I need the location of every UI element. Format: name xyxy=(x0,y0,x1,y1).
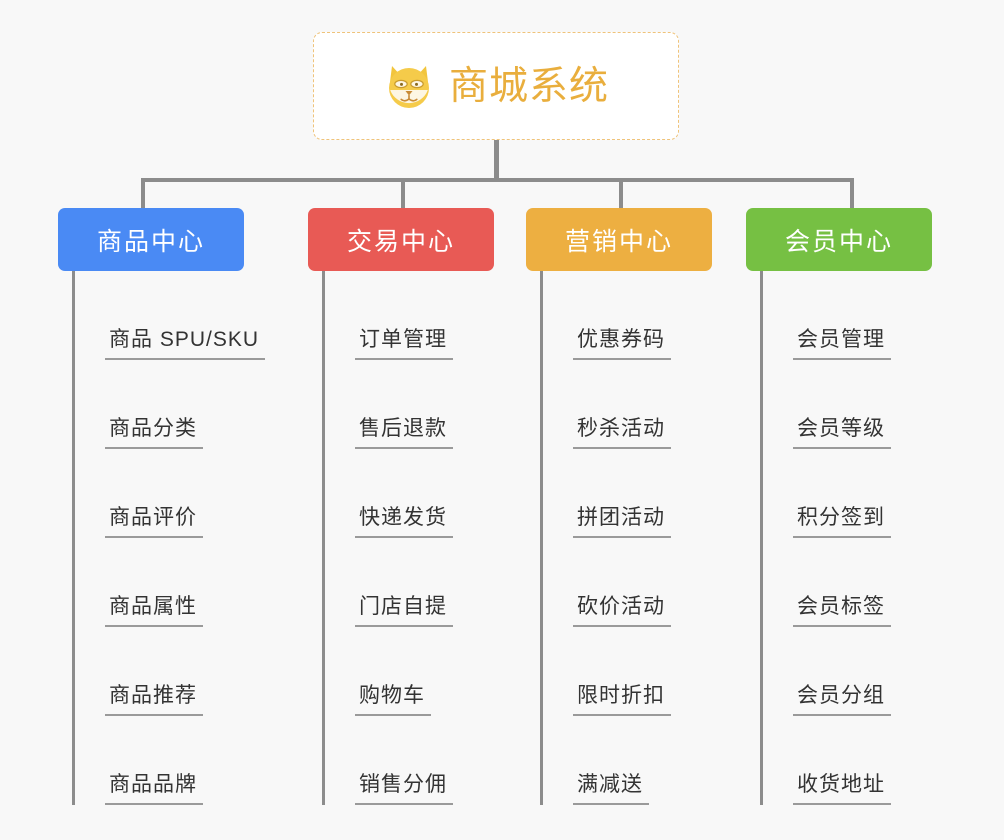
leaf-item[interactable]: 优惠券码 xyxy=(543,271,712,360)
branch-column-4: 会员中心 会员管理 会员等级 积分签到 会员标签 会员分组 收货地址 xyxy=(746,208,932,805)
leaf-label: 会员管理 xyxy=(793,323,891,360)
leaf-label: 收货地址 xyxy=(793,768,891,805)
leaf-label: 购物车 xyxy=(355,679,431,716)
leaf-item[interactable]: 商品分类 xyxy=(75,360,244,449)
leaf-item[interactable]: 秒杀活动 xyxy=(543,360,712,449)
leaf-item[interactable]: 收货地址 xyxy=(763,716,932,805)
leaf-label: 商品 SPU/SKU xyxy=(105,323,266,360)
leaf-label: 门店自提 xyxy=(355,590,453,627)
leaf-item[interactable]: 商品品牌 xyxy=(75,716,244,805)
leaf-item[interactable]: 商品推荐 xyxy=(75,627,244,716)
leaf-item[interactable]: 商品评价 xyxy=(75,449,244,538)
category-label-3: 营销中心 xyxy=(564,227,673,256)
leaf-label: 积分签到 xyxy=(793,501,891,538)
leaf-list-4: 会员管理 会员等级 积分签到 会员标签 会员分组 收货地址 xyxy=(760,271,932,805)
leaf-item[interactable]: 订单管理 xyxy=(325,271,494,360)
leaf-item[interactable]: 商品 SPU/SKU xyxy=(75,271,266,360)
dog-face-icon xyxy=(383,60,435,112)
leaf-label: 售后退款 xyxy=(355,412,453,449)
category-header-2[interactable]: 交易中心 xyxy=(308,208,494,271)
leaf-label: 快递发货 xyxy=(355,501,453,538)
leaf-label: 会员等级 xyxy=(793,412,891,449)
leaf-item[interactable]: 商品属性 xyxy=(75,538,244,627)
leaf-item[interactable]: 砍价活动 xyxy=(543,538,712,627)
leaf-label: 会员标签 xyxy=(793,590,891,627)
leaf-label: 优惠券码 xyxy=(573,323,671,360)
root-title: 商城系统 xyxy=(448,64,609,108)
category-label-4: 会员中心 xyxy=(784,227,893,256)
leaf-list-2: 订单管理 售后退款 快递发货 门店自提 购物车 销售分佣 xyxy=(322,271,494,805)
leaf-item[interactable]: 购物车 xyxy=(325,627,494,716)
connector-drop-1 xyxy=(141,178,145,210)
category-label-1: 商品中心 xyxy=(96,227,205,256)
leaf-item[interactable]: 会员等级 xyxy=(763,360,932,449)
leaf-item[interactable]: 拼团活动 xyxy=(543,449,712,538)
leaf-item[interactable]: 满减送 xyxy=(543,716,712,805)
branch-column-2: 交易中心 订单管理 售后退款 快递发货 门店自提 购物车 销售分佣 xyxy=(308,208,494,805)
leaf-label: 销售分佣 xyxy=(355,768,453,805)
leaf-label: 商品推荐 xyxy=(105,679,203,716)
leaf-label: 商品分类 xyxy=(105,412,203,449)
leaf-label: 限时折扣 xyxy=(573,679,671,716)
leaf-label: 会员分组 xyxy=(793,679,891,716)
leaf-item[interactable]: 销售分佣 xyxy=(325,716,494,805)
leaf-label: 订单管理 xyxy=(355,323,453,360)
leaf-item[interactable]: 限时折扣 xyxy=(543,627,712,716)
category-header-1[interactable]: 商品中心 xyxy=(58,208,244,271)
leaf-label: 秒杀活动 xyxy=(573,412,671,449)
leaf-label: 商品评价 xyxy=(105,501,203,538)
leaf-list-1: 商品 SPU/SKU 商品分类 商品评价 商品属性 商品推荐 商品品牌 xyxy=(72,271,266,805)
leaf-item[interactable]: 会员管理 xyxy=(763,271,932,360)
leaf-label: 商品品牌 xyxy=(105,768,203,805)
connector-drop-3 xyxy=(619,178,623,210)
leaf-item[interactable]: 门店自提 xyxy=(325,538,494,627)
root-node[interactable]: 商城系统 xyxy=(313,32,679,140)
branch-column-1: 商品中心 商品 SPU/SKU 商品分类 商品评价 商品属性 商品推荐 商品品牌 xyxy=(58,208,266,805)
leaf-item[interactable]: 快递发货 xyxy=(325,449,494,538)
connector-drop-2 xyxy=(401,178,405,210)
category-header-4[interactable]: 会员中心 xyxy=(746,208,932,271)
connector-root-stem xyxy=(494,140,499,182)
connector-drop-4 xyxy=(850,178,854,210)
connector-horizontal-bus xyxy=(141,178,854,182)
leaf-item[interactable]: 售后退款 xyxy=(325,360,494,449)
leaf-item[interactable]: 会员分组 xyxy=(763,627,932,716)
leaf-list-3: 优惠券码 秒杀活动 拼团活动 砍价活动 限时折扣 满减送 xyxy=(540,271,712,805)
leaf-item[interactable]: 会员标签 xyxy=(763,538,932,627)
leaf-label: 满减送 xyxy=(573,768,649,805)
leaf-label: 砍价活动 xyxy=(573,590,671,627)
category-header-3[interactable]: 营销中心 xyxy=(526,208,712,271)
leaf-item[interactable]: 积分签到 xyxy=(763,449,932,538)
branch-column-3: 营销中心 优惠券码 秒杀活动 拼团活动 砍价活动 限时折扣 满减送 xyxy=(526,208,712,805)
leaf-label: 商品属性 xyxy=(105,590,203,627)
category-label-2: 交易中心 xyxy=(346,227,455,256)
leaf-label: 拼团活动 xyxy=(573,501,671,538)
